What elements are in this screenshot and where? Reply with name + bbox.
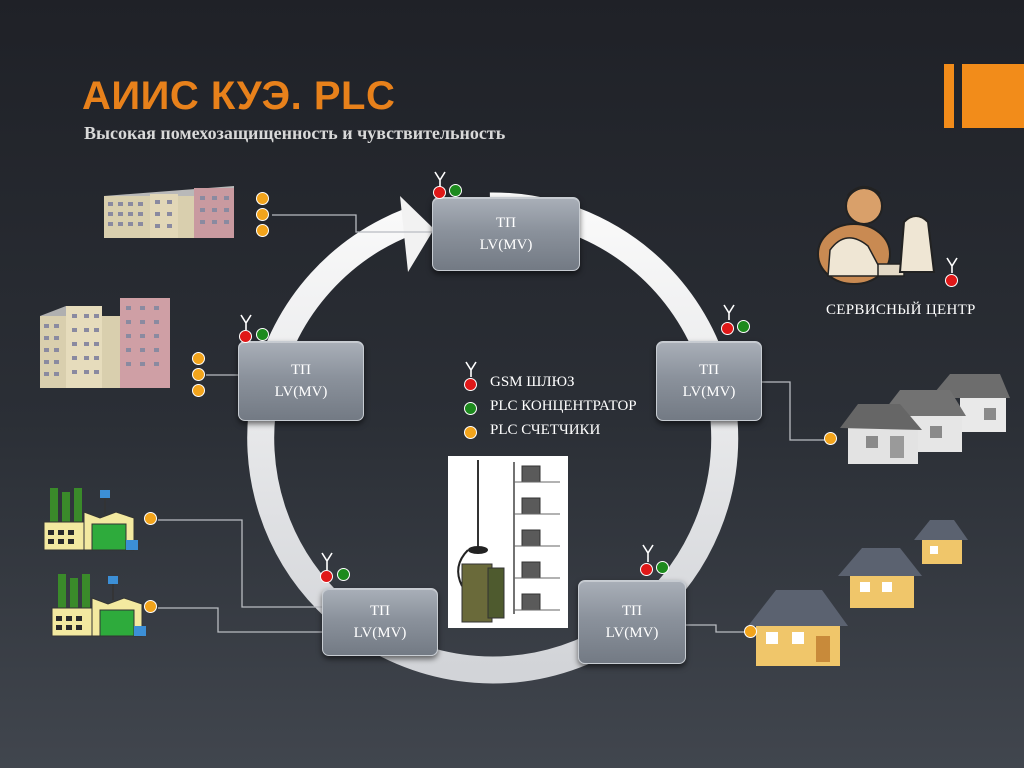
plc-meter-dot: [192, 352, 205, 365]
factory-icon: [43, 488, 138, 551]
plc-concentrator-dot: [656, 561, 669, 574]
slide-accent-bar: [944, 64, 954, 128]
gsm-gateway-dot: [945, 274, 958, 287]
line-building-top: [272, 214, 432, 233]
apartment-building-icon: [40, 298, 170, 388]
legend-concentrator-label: PLC КОНЦЕНТРАТОР: [490, 398, 637, 414]
antenna-icon: [946, 257, 958, 273]
line-factory-top: [158, 519, 322, 608]
plc-meter-dot: [744, 625, 757, 638]
legend-concentrator-dot: [464, 402, 477, 415]
tp-node-sublabel: LV(MV): [353, 625, 407, 641]
connection-lines: [158, 214, 832, 633]
legend-meters-label: PLC СЧЕТЧИКИ: [490, 422, 601, 438]
tp-node-sublabel: LV(MV): [605, 625, 659, 641]
line-factory-bottom: [158, 607, 322, 633]
line-cottages: [684, 624, 750, 633]
tp-node-sublabel: LV(MV): [682, 384, 736, 400]
line-houses-right: [760, 381, 832, 441]
page-subtitle: Высокая помехозащищенность и чувствитель…: [84, 123, 506, 143]
plc-meter-dot: [256, 192, 269, 205]
tp-node-label: ТП: [622, 603, 642, 619]
cottages-icon: [748, 520, 968, 666]
tp-node-label: ТП: [291, 362, 311, 378]
gsm-gateway-dot: [640, 563, 653, 576]
gsm-gateway-dot: [320, 570, 333, 583]
tp-node-label: ТП: [496, 215, 516, 231]
tp-node-sublabel: LV(MV): [479, 237, 533, 253]
plc-concentrator-dot: [256, 328, 269, 341]
tp-node-right[interactable]: ТП LV(MV): [656, 341, 762, 421]
slide-accent-block: [962, 64, 1024, 128]
tp-node-left[interactable]: ТП LV(MV): [238, 341, 364, 421]
antenna-icon: [723, 304, 735, 320]
service-center-label: СЕРВИСНЫЙ ЦЕНТР: [826, 302, 976, 318]
tp-node-label: ТП: [370, 603, 390, 619]
service-center-operator-icon: [817, 186, 936, 285]
legend-meters-dot: [464, 426, 477, 439]
plc-meter-dot: [192, 368, 205, 381]
gsm-gateway-dot: [239, 330, 252, 343]
tp-node-label: ТП: [699, 362, 719, 378]
factory-icon: [51, 574, 146, 637]
legend-gsm-dot: [464, 378, 477, 391]
plc-meter-dot: [192, 384, 205, 397]
meter-device-photo: [448, 456, 568, 628]
legend: GSM ШЛЮЗ PLC КОНЦЕНТРАТОР PLC СЧЕТЧИКИ: [462, 374, 662, 446]
plc-concentrator-dot: [737, 320, 750, 333]
tp-node-bottom-right[interactable]: ТП LV(MV): [578, 580, 686, 664]
antenna-icon: [240, 314, 252, 330]
antenna-icon: [434, 171, 446, 187]
antenna-icon: [642, 544, 654, 562]
tp-node-top[interactable]: ТП LV(MV): [432, 197, 580, 271]
legend-gsm-label: GSM ШЛЮЗ: [490, 374, 575, 390]
plc-concentrator-dot: [449, 184, 462, 197]
antenna-icon: [465, 361, 477, 377]
apartment-building-icon: [104, 186, 234, 238]
gsm-gateway-dot: [721, 322, 734, 335]
plc-meter-dot: [144, 512, 157, 525]
plc-meter-dot: [144, 600, 157, 613]
plc-concentrator-dot: [337, 568, 350, 581]
tp-node-bottom-left[interactable]: ТП LV(MV): [322, 588, 438, 656]
gsm-gateway-dot: [433, 186, 446, 199]
page-title: АИИС КУЭ. PLC: [82, 74, 396, 118]
houses-icon: [840, 374, 1010, 464]
plc-meter-dot: [256, 208, 269, 221]
antenna-icons: [240, 171, 958, 570]
tp-node-sublabel: LV(MV): [274, 384, 328, 400]
plc-meter-dot: [824, 432, 837, 445]
antenna-icon: [321, 552, 333, 570]
plc-meter-dot: [256, 224, 269, 237]
